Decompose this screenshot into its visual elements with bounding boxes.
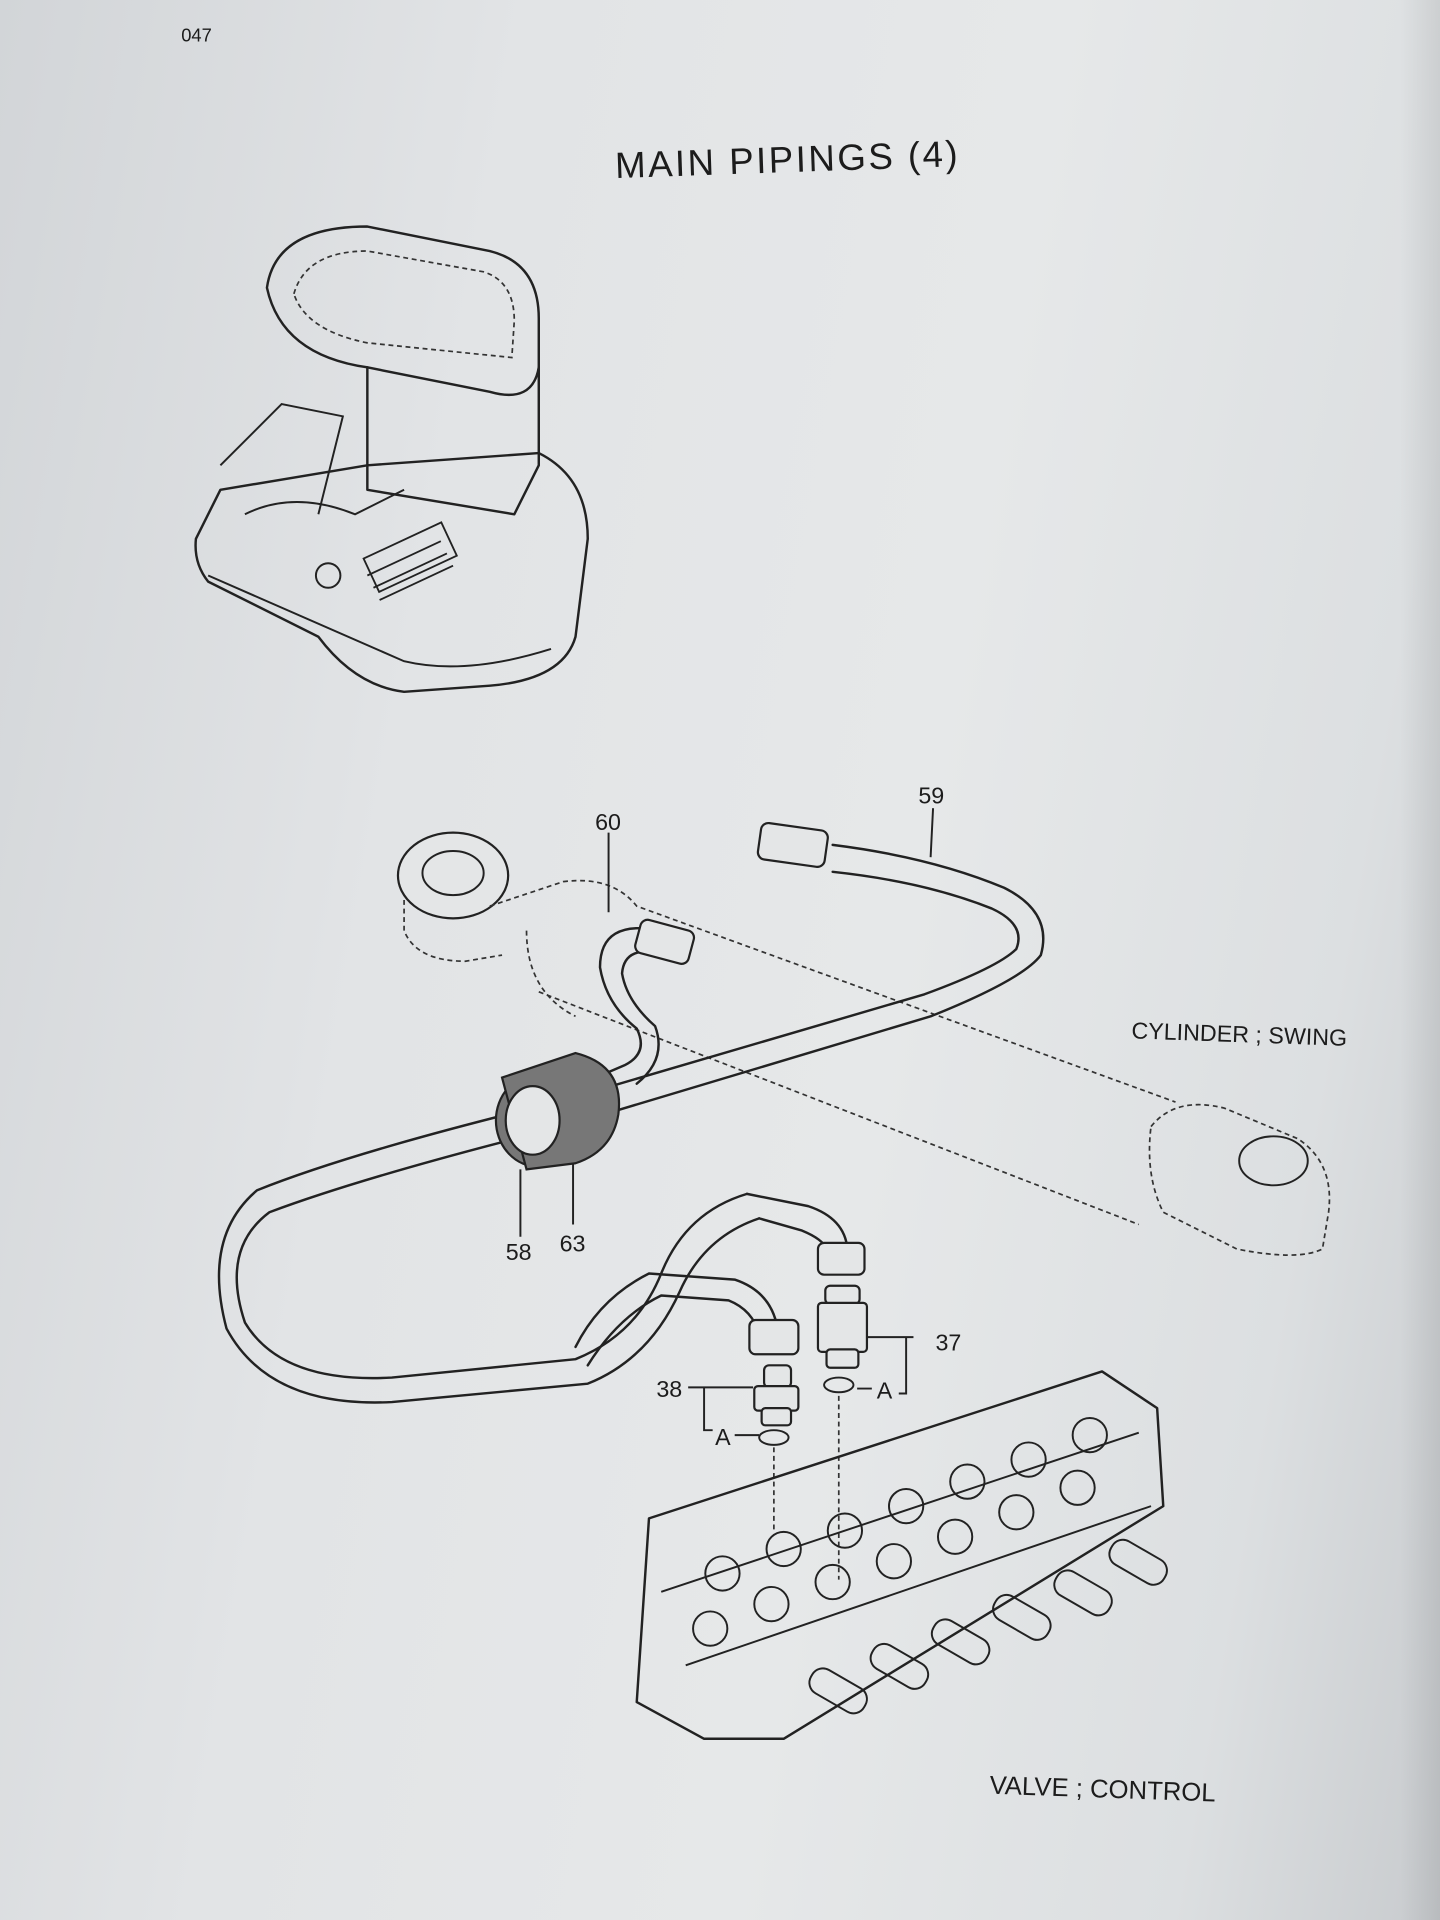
hose-59 — [217, 821, 1045, 1404]
detail-a-37: A — [877, 1377, 893, 1403]
callout-60: 60 — [595, 809, 621, 835]
page-number: 047 — [181, 25, 212, 46]
swing-cylinder-illustration — [396, 831, 1331, 1256]
machine-overview-illustration — [194, 225, 589, 694]
clamp-58-63 — [494, 1051, 621, 1171]
callout-58: 58 — [506, 1239, 532, 1265]
control-valve-illustration — [635, 1370, 1168, 1740]
page-title: MAIN PIPINGS (4) — [614, 133, 960, 186]
callout-59: 59 — [918, 782, 944, 808]
hose-to-valve-38 — [574, 1272, 800, 1367]
fitting-37 — [816, 1284, 869, 1394]
callout-63: 63 — [560, 1230, 586, 1256]
page-edge-shadow — [1400, 0, 1440, 1920]
callout-38: 38 — [656, 1376, 682, 1402]
valve-control-label: VALVE ; CONTROL — [989, 1772, 1216, 1808]
callout-37: 37 — [936, 1330, 962, 1356]
cylinder-swing-label: CYLINDER ; SWING — [1131, 1017, 1348, 1051]
detail-a-38: A — [715, 1424, 731, 1450]
hose-to-valve-37 — [745, 1192, 866, 1276]
hose-60 — [537, 918, 696, 1104]
fitting-38 — [753, 1364, 800, 1446]
